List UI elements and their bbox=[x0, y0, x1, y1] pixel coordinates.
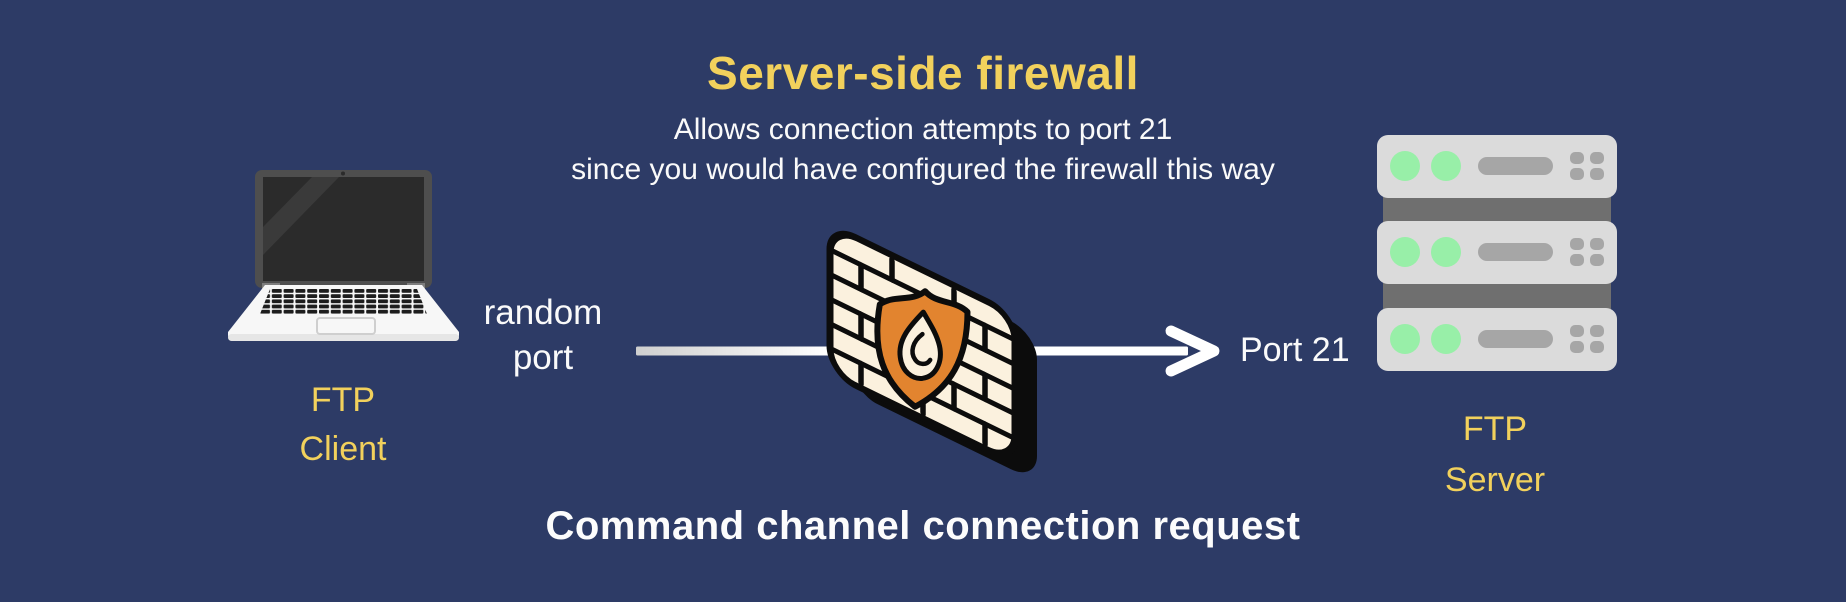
vent-dots bbox=[1570, 152, 1612, 180]
webcam-dot bbox=[341, 171, 345, 176]
server-rack-icon bbox=[1377, 135, 1617, 371]
server-label: FTP Server bbox=[1380, 404, 1610, 506]
led-indicator bbox=[1431, 151, 1461, 181]
server-label-line-2: Server bbox=[1444, 461, 1546, 499]
laptop-base-edge bbox=[228, 334, 459, 341]
client-label-line-2: Client bbox=[299, 430, 387, 468]
flame-swirl bbox=[910, 331, 933, 367]
arrow-head bbox=[1165, 325, 1220, 377]
page-title: Server-side firewall bbox=[707, 47, 1139, 99]
led-indicator bbox=[1390, 324, 1420, 354]
subtitle-line-1: Allows connection attempts to port 21 bbox=[673, 113, 1173, 146]
subtitle-line-2: since you would have configured the fire… bbox=[571, 153, 1275, 186]
server-unit-2 bbox=[1377, 221, 1617, 284]
subtitle: Allows connection attempts to port 21 si… bbox=[0, 110, 1846, 190]
led-indicator bbox=[1390, 151, 1420, 181]
server-label-line-1: FTP bbox=[1462, 410, 1528, 448]
source-port-line-2: port bbox=[512, 338, 574, 377]
laptop-screen bbox=[263, 177, 424, 281]
server-unit-1 bbox=[1377, 135, 1617, 198]
keyboard bbox=[260, 289, 427, 314]
shield-flame-icon bbox=[874, 288, 971, 410]
laptop-icon bbox=[228, 170, 459, 341]
rack-connector-bar bbox=[1383, 197, 1611, 223]
led-indicator bbox=[1390, 237, 1420, 267]
drive-slot bbox=[1478, 243, 1553, 261]
trackpad bbox=[316, 317, 376, 335]
client-label: FTP Client bbox=[228, 376, 458, 474]
dest-port-label: Port 21 bbox=[1240, 331, 1350, 369]
firewall-brick-wall-icon bbox=[826, 230, 1037, 473]
caption: Command channel connection request bbox=[545, 504, 1301, 548]
led-indicator bbox=[1431, 237, 1461, 267]
vent-dots bbox=[1570, 238, 1612, 266]
source-port-label: random port bbox=[431, 290, 655, 380]
server-unit-3 bbox=[1377, 308, 1617, 371]
drive-slot bbox=[1478, 330, 1553, 348]
led-indicator bbox=[1431, 324, 1461, 354]
screen-reflection bbox=[263, 177, 339, 255]
drive-slot bbox=[1478, 157, 1553, 175]
client-label-line-1: FTP bbox=[310, 381, 376, 419]
rack-connector-bar bbox=[1383, 283, 1611, 309]
vent-dots bbox=[1570, 325, 1612, 353]
source-port-line-1: random bbox=[483, 293, 603, 332]
